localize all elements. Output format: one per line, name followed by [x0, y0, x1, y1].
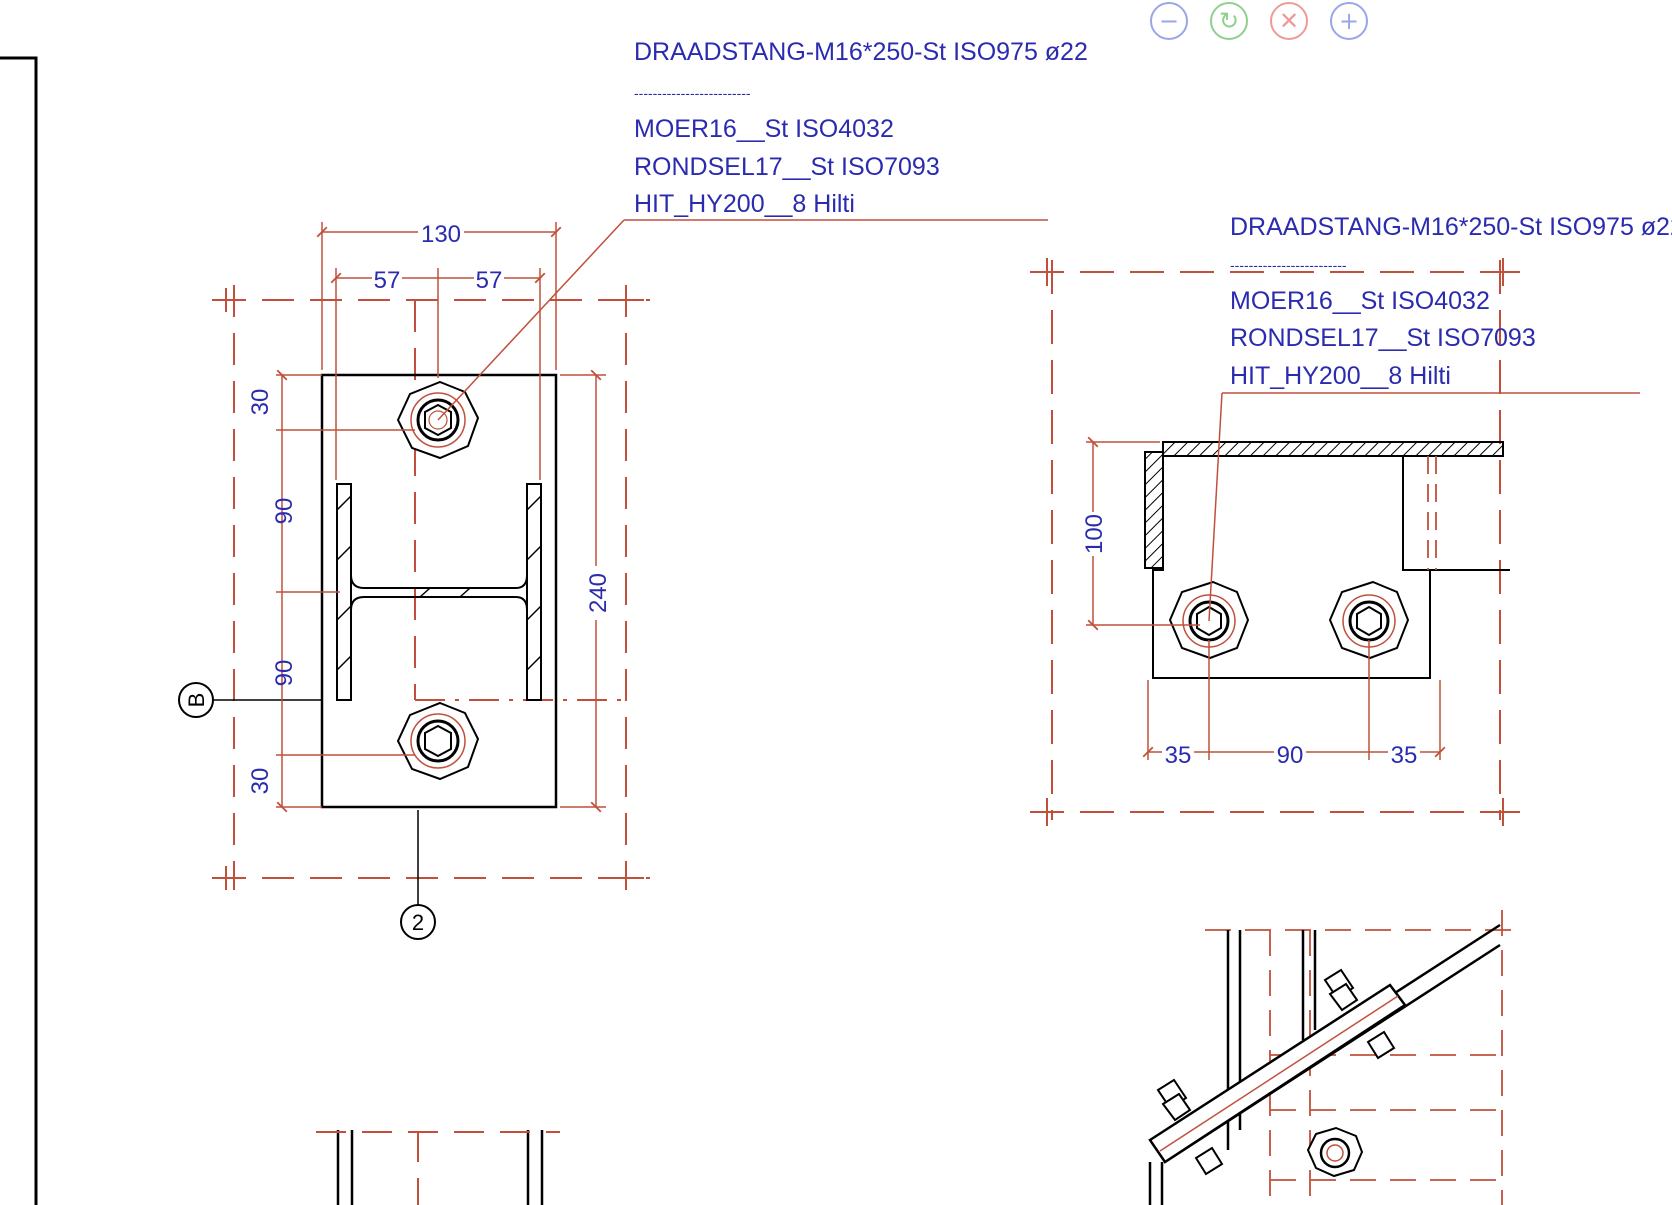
base-plate[interactable]	[320, 373, 558, 809]
brace-bolt-1[interactable]	[1156, 1078, 1224, 1176]
h-profile-section[interactable]	[336, 483, 542, 701]
dim-left-57: 57	[374, 267, 401, 294]
brace-bolt-3[interactable]	[1306, 1126, 1364, 1178]
left-callout: DRAADSTANG-M16*250-St ISO975 ø22 -------…	[634, 38, 1088, 218]
callout-adhesive-label: HIT_HY200__8 Hilti	[634, 190, 855, 218]
callout-rod-label-right: DRAADSTANG-M16*250-St ISO975 ø22	[1230, 213, 1672, 241]
zoom-out-button[interactable]: −	[1150, 2, 1188, 40]
close-icon: ✕	[1278, 7, 1300, 35]
right-view-crossmarks	[1030, 258, 1520, 826]
refresh-button[interactable]: ↻	[1210, 2, 1248, 40]
dim-overall-width: 130	[421, 221, 461, 248]
anchor-bolt-bottom[interactable]	[396, 701, 480, 781]
top-flange-section[interactable]	[1162, 441, 1504, 457]
dim-v-90-upper: 90	[271, 498, 298, 525]
lower-profile-partial	[316, 1130, 560, 1205]
plus-icon: +	[1338, 7, 1360, 35]
right-view-gridlines	[1030, 260, 1520, 820]
dim-v-30-bottom: 30	[247, 768, 274, 795]
callout-nut-label-right: MOER16__St ISO4032	[1230, 287, 1490, 315]
right-view-member[interactable]	[1152, 456, 1510, 679]
left-view-crossmarks	[212, 288, 644, 890]
callout-separator: -------------------------	[634, 85, 751, 101]
brace-detail-hidden-lines	[1205, 910, 1520, 1205]
dim-35-left: 35	[1165, 742, 1192, 769]
callout-washer-label: RONDSEL17__St ISO7093	[634, 153, 940, 181]
callout-rod-label: DRAADSTANG-M16*250-St ISO975 ø22	[634, 38, 1088, 66]
grid-marker-b: B	[178, 682, 214, 718]
callout-separator-right: -------------------------	[1230, 257, 1347, 273]
dim-right-57: 57	[476, 267, 503, 294]
svg-text:B: B	[184, 693, 209, 708]
dim-height-240: 240	[585, 573, 612, 613]
minus-icon: −	[1158, 7, 1180, 35]
dim-35-right: 35	[1391, 742, 1418, 769]
right-callout: DRAADSTANG-M16*250-St ISO975 ø22 -------…	[1230, 213, 1672, 390]
left-view-axes	[210, 699, 419, 905]
left-view-dimension-lines	[276, 219, 1048, 813]
brace-bolt-2[interactable]	[1323, 968, 1396, 1060]
dim-height-100: 100	[1081, 514, 1108, 554]
zoom-in-button[interactable]: +	[1330, 2, 1368, 40]
diagonal-brace[interactable]	[1148, 923, 1501, 1164]
viewer-toolbar: − ↻ ✕ +	[1150, 2, 1368, 42]
side-plate-section[interactable]	[1144, 451, 1164, 569]
callout-adhesive-label-right: HIT_HY200__8 Hilti	[1230, 362, 1451, 390]
dim-v-30-top: 30	[247, 389, 274, 416]
right-view-dimensions: 100 35 90 35	[1081, 512, 1420, 769]
svg-text:2: 2	[412, 910, 424, 935]
callout-washer-label-right: RONDSEL17__St ISO7093	[1230, 324, 1536, 352]
left-view-dimensions: 130 57 57 30 90 90 30 240	[247, 218, 612, 794]
callout-nut-label: MOER16__St ISO4032	[634, 115, 894, 143]
close-button[interactable]: ✕	[1270, 2, 1308, 40]
grid-marker-2: 2	[400, 904, 436, 940]
refresh-icon: ↻	[1218, 7, 1240, 35]
h-profile-weld-hatch	[336, 495, 542, 671]
right-view-hidden-lines	[1427, 456, 1437, 570]
sheet-border	[0, 56, 38, 1205]
dim-90-middle: 90	[1277, 742, 1304, 769]
dim-v-90-lower: 90	[271, 660, 298, 687]
